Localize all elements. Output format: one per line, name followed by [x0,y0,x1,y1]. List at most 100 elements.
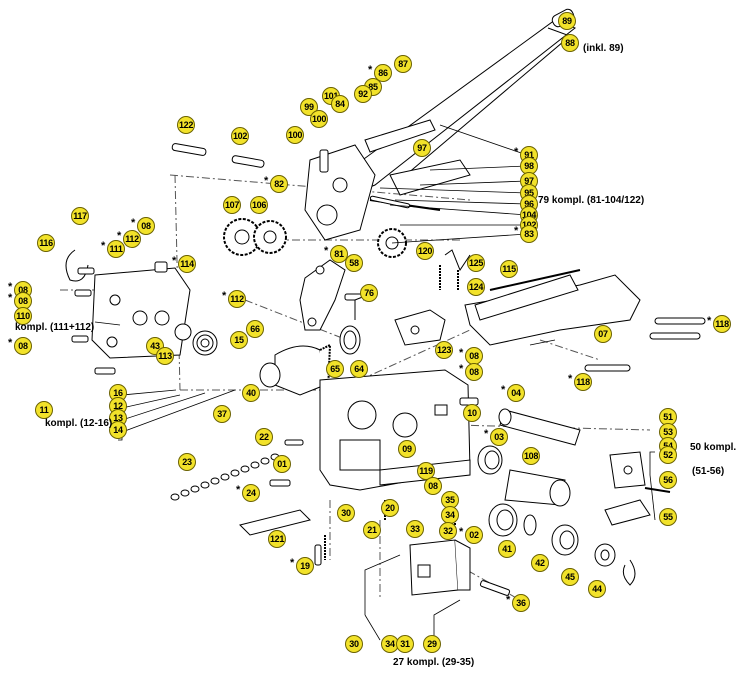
bushes-right [477,445,636,586]
callout-part-84: 84 [331,95,349,113]
callout-part-65: 65 [326,360,344,378]
callout-part-125: 125 [467,254,485,272]
callout-part-20: 20 [381,499,399,517]
callout-part-114: 114 [172,255,196,273]
callout-part-83: 83 [514,225,538,243]
label-79-kompl: 79 kompl. (81-104/122) [538,195,645,206]
callout-part-52: 52 [659,446,677,464]
callout-part-100: 100 [286,126,304,144]
label-50-kompl: 50 kompl. [690,442,737,453]
callout-part-64: 64 [350,360,368,378]
callout-part-115: 115 [500,260,518,278]
callout-part-10: 10 [463,404,481,422]
callout-part-113: 113 [156,347,174,365]
label-kompl-111-112: kompl. (111+112) [15,322,95,333]
callout-part-112: 112 [222,290,246,308]
leader-lines [94,124,656,641]
callout-part-23: 23 [178,453,196,471]
callout-part-37: 37 [213,405,231,423]
label-inkl-89: (inkl. 89) [583,43,624,54]
callout-part-01: 01 [273,455,291,473]
callout-part-40: 40 [242,384,260,402]
callout-part-89: 89 [558,12,576,30]
callout-part-31: 31 [396,635,414,653]
callout-part-41: 41 [498,540,516,558]
callout-part-21: 21 [363,521,381,539]
callout-part-30: 30 [345,635,363,653]
callout-part-118: 118 [568,373,592,391]
callout-part-97: 97 [413,139,431,157]
bottom-screws [269,397,511,596]
label-kompl-12-16: kompl. (12-16) [45,418,113,429]
callout-part-11: 11 [35,401,53,419]
callout-part-19: 19 [290,557,314,575]
shaft-51 [498,408,581,507]
lever-58 [299,259,374,331]
plate-121 [239,509,311,536]
callout-part-14: 14 [109,421,127,439]
callout-part-106: 106 [250,196,268,214]
callout-part-03: 03 [484,428,508,446]
callout-part-117: 117 [71,207,89,225]
left-side-plate [65,249,191,359]
callout-part-86: 86 [368,64,392,82]
callout-part-42: 42 [531,554,549,572]
callout-part-33: 33 [406,520,424,538]
callout-part-116: 116 [37,234,55,252]
callout-part-119: 119 [417,462,435,480]
callout-part-36: 36 [506,594,530,612]
callout-part-123: 123 [435,341,453,359]
callout-part-87: 87 [394,55,412,73]
callout-part-09: 09 [398,440,416,458]
callout-part-30: 30 [337,504,355,522]
callout-part-45: 45 [561,568,579,586]
upper-lever-assembly [304,119,471,241]
callout-part-02: 02 [459,526,483,544]
callout-part-08: 08 [131,217,155,235]
callout-part-08: 08 [8,292,32,310]
callout-part-121: 121 [268,530,286,548]
callout-part-24: 24 [236,484,260,502]
callout-part-88: 88 [561,34,579,52]
left-screws [71,261,168,375]
main-frame [319,369,471,491]
label-51-56: (51-56) [692,466,725,477]
spring-43 [174,323,218,356]
callout-part-08: 08 [424,477,442,495]
label-27-kompl: 27 kompl. (29-35) [393,657,475,668]
callout-part-51: 51 [659,408,677,426]
callout-part-100: 100 [310,110,328,128]
callout-part-122: 122 [177,116,195,134]
clamp-parts [604,451,671,526]
callout-part-66: 66 [246,320,264,338]
callout-part-82: 82 [264,175,288,193]
callout-part-76: 76 [360,284,378,302]
pins [171,143,411,209]
callout-part-118: 118 [707,315,731,333]
callout-part-111: 111 [101,240,125,258]
right-lever-07 [464,269,641,346]
callout-part-44: 44 [588,580,606,598]
callout-part-92: 92 [354,85,372,103]
callout-part-124: 124 [467,278,485,296]
right-bolts [584,317,706,372]
bracket-123 [394,249,471,346]
callout-part-110: 110 [14,307,32,325]
callout-part-120: 120 [416,242,434,260]
callout-part-08: 08 [8,337,32,355]
callout-part-29: 29 [423,635,441,653]
callout-part-112: 112 [117,230,141,248]
callout-part-22: 22 [255,428,273,446]
callout-part-81: 81 [324,245,348,263]
callout-part-08: 08 [459,363,483,381]
torsion-springs [339,295,366,355]
callout-part-58: 58 [345,254,363,272]
callout-part-15: 15 [230,331,248,349]
callout-part-107: 107 [223,196,241,214]
callout-part-55: 55 [659,508,677,526]
callout-part-56: 56 [659,471,677,489]
callout-part-32: 32 [439,522,457,540]
callout-part-04: 04 [501,384,525,402]
